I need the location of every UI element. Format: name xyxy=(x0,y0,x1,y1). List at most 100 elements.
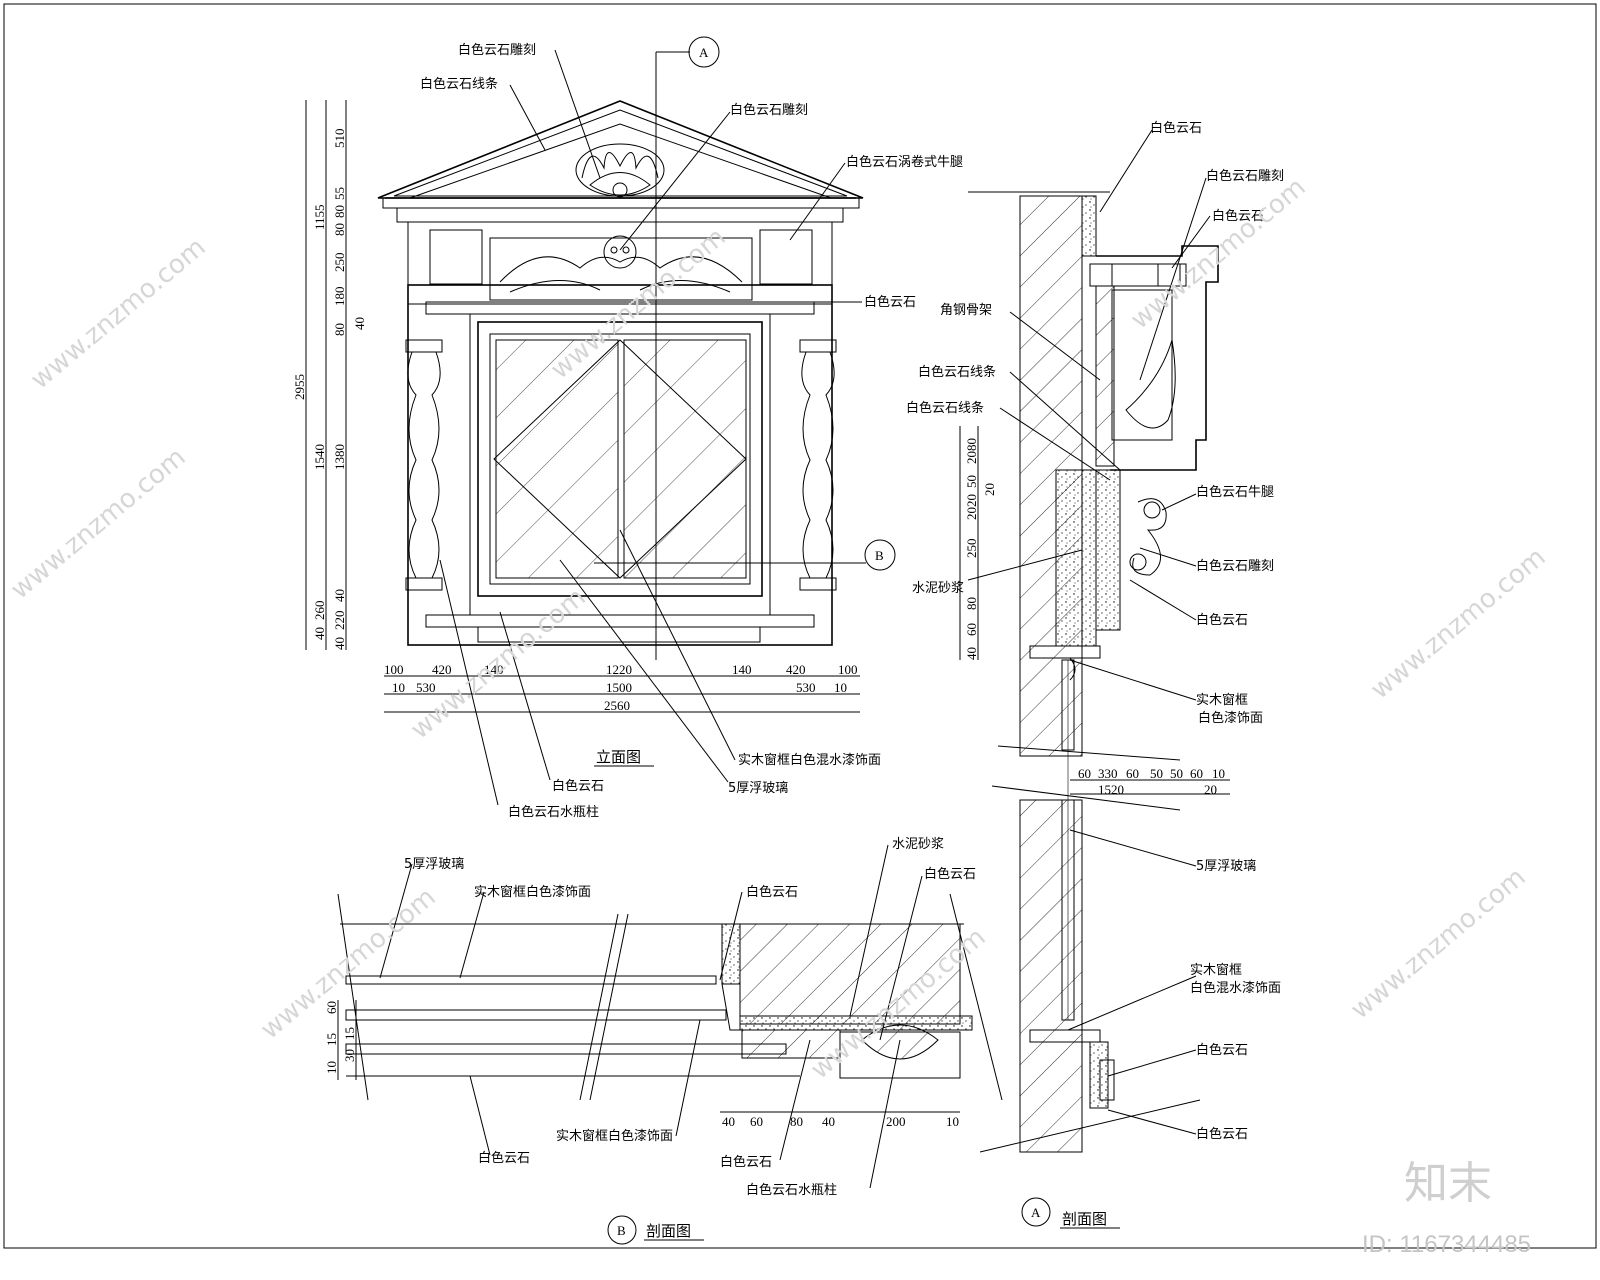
elevation-dim-bottom: 1500 xyxy=(606,680,632,695)
elevation-dim-left: 55 xyxy=(332,187,347,200)
section-a-dim-bottom: 60 xyxy=(1078,766,1091,781)
section-a-dim-bottom: 60 xyxy=(1126,766,1139,781)
elevation-dim-left: 40 xyxy=(352,317,367,330)
elevation-dim-bottom: 420 xyxy=(432,662,452,677)
section-a-dims-bottom: 60 330 60 50 50 60 10 1520 20 xyxy=(1078,766,1225,797)
a-label-stone-4: 白色云石 xyxy=(1196,1042,1248,1058)
section-a-dim-left: 40 xyxy=(964,647,979,660)
section-a-dim-bottom: 60 xyxy=(1190,766,1203,781)
elevation-dim-left: 40 xyxy=(312,627,327,640)
elevation-dim-left: 1380 xyxy=(332,444,347,470)
elevation-dim-left: 180 xyxy=(332,287,347,307)
b-label-glass: 5厚浮玻璃 xyxy=(404,857,464,872)
section-b-dim-left: 10 xyxy=(324,1061,339,1074)
section-b-dim-left: 60 xyxy=(324,1001,339,1014)
section-b-dim-bottom: 60 xyxy=(750,1114,763,1129)
section-b-dim-left: 15 xyxy=(342,1027,357,1040)
shell-carving xyxy=(575,143,665,198)
elevation-dim-bottom: 10 xyxy=(834,680,847,695)
section-a-dim-bottom: 10 xyxy=(1212,766,1225,781)
section-b-dim-left: 15 xyxy=(324,1033,339,1046)
label-corbel-scroll: 白色云石涡卷式牛腿 xyxy=(846,154,963,170)
section-b-dim-bottom: 40 xyxy=(722,1114,735,1129)
a-label-stone-1: 白色云石 xyxy=(1150,120,1202,136)
section-b-dim-bottom: 80 xyxy=(790,1114,803,1129)
section-a-dim-bottom: 20 xyxy=(1204,782,1217,797)
watermark-2: www.znzmo.com xyxy=(5,442,191,605)
section-b-marker xyxy=(607,1215,637,1245)
section-marker-b-label: B xyxy=(875,548,884,563)
elevation-dim-bottom: 140 xyxy=(484,662,504,677)
section-a-view: 白色云石 白色云石雕刻 白色云石 角钢骨架 白色云石线条 白色云石线条 白色云石… xyxy=(906,120,1284,1229)
section-a-dim-bottom: 1520 xyxy=(1098,782,1124,797)
section-a-dim-bottom: 50 xyxy=(1170,766,1183,781)
b-label-baluster: 白色云石水瓶柱 xyxy=(746,1182,837,1198)
section-a-dim-left: 60 xyxy=(964,623,979,636)
label-glass: 5厚浮玻璃 xyxy=(728,781,788,796)
section-b-dim-bottom: 10 xyxy=(946,1114,959,1129)
watermarks: www.znzmo.com www.znzmo.com www.znzmo.co… xyxy=(5,172,1551,1258)
b-label-stone-right: 白色云石 xyxy=(924,866,976,882)
elevation-dim-left: 1540 xyxy=(312,444,327,470)
elevation-view: A B 白色云石雕刻 白色云石线条 白色云石雕刻 白色云石涡卷式牛腿 白色云石 … xyxy=(292,36,963,820)
section-a-dim-bottom: 330 xyxy=(1098,766,1118,781)
section-a-dim-left: 2080 xyxy=(964,438,979,464)
section-a-dim-left: 80 xyxy=(964,597,979,610)
a-label-stone-3: 白色云石 xyxy=(1196,612,1248,628)
window-surround xyxy=(407,284,833,646)
label-carve-mid: 白色云石雕刻 xyxy=(730,102,808,118)
section-a-dim-left: 50 xyxy=(964,475,979,488)
brand-logo: 知末 xyxy=(1404,1158,1492,1209)
elevation-dim-bottom: 10 xyxy=(392,680,405,695)
section-b-view: 5厚浮玻璃 实木窗框白色漆饰面 白色云石 水泥砂浆 白色云石 白色云石 实木窗框… xyxy=(324,837,1003,1245)
elevation-dim-left: 250 xyxy=(332,253,347,273)
elevation-dim-bottom: 100 xyxy=(838,662,858,677)
elevation-dim-left: 510 xyxy=(332,129,347,149)
section-a-dim-left: 2020 xyxy=(964,494,979,520)
a-label-stone-2: 白色云石 xyxy=(1212,208,1264,224)
section-marker-b xyxy=(864,539,896,571)
baluster-left xyxy=(405,339,443,591)
lion-head-carving xyxy=(603,235,637,269)
elevation-dim-left: 80 xyxy=(332,205,347,218)
elevation-dim-left: 80 xyxy=(332,223,347,236)
section-marker-a-label: A xyxy=(699,45,709,60)
a-label-line-1: 白色云石线条 xyxy=(918,364,996,380)
a-label-frame-1b: 白色漆饰面 xyxy=(1198,710,1263,726)
a-label-line-2: 白色云石线条 xyxy=(906,400,984,416)
elevation-dim-left: 40 xyxy=(332,589,347,602)
glass-pane-right xyxy=(623,339,747,579)
section-a-dim-left: 20 xyxy=(982,483,997,496)
elevation-dim-bottom: 140 xyxy=(732,662,752,677)
section-a-marker xyxy=(1021,1197,1051,1227)
a-label-frame-2: 实木窗框 xyxy=(1190,962,1242,978)
label-frame: 白色云石 xyxy=(864,294,916,310)
section-b-dim-left: 30 xyxy=(342,1049,357,1062)
sheet-border xyxy=(3,3,1597,1249)
elevation-dim-left: 2955 xyxy=(292,374,307,400)
window-frame xyxy=(477,321,763,597)
label-frame-bottom: 白色云石 xyxy=(552,778,604,794)
baluster-right xyxy=(799,339,837,591)
brand-id: ID: 1167344485 xyxy=(1362,1231,1531,1258)
section-a-title: 剖面图 xyxy=(1062,1210,1107,1228)
watermark-9: www.znzmo.com xyxy=(1345,862,1531,1025)
watermark-5: www.znzmo.com xyxy=(1365,542,1551,705)
elevation-dim-total: 2560 xyxy=(604,698,630,713)
section-marker-a xyxy=(688,36,720,68)
b-label-frame-bottom: 实木窗框白色漆饰面 xyxy=(556,1128,673,1144)
a-label-carve-2: 白色云石雕刻 xyxy=(1196,558,1274,574)
label-window-frame: 实木窗框白色混水漆饰面 xyxy=(738,752,881,768)
elevation-dim-left: 260 xyxy=(312,601,327,621)
a-label-cement: 水泥砂浆 xyxy=(912,581,964,596)
b-label-stone-top: 白色云石 xyxy=(746,884,798,900)
section-a-dim-bottom: 50 xyxy=(1150,766,1163,781)
b-label-stone-b2: 白色云石 xyxy=(720,1154,772,1170)
elevation-dim-left: 220 xyxy=(332,611,347,631)
wall-hatch-a-lower xyxy=(1019,799,1083,1153)
b-label-stone-bottom: 白色云石 xyxy=(478,1150,530,1166)
